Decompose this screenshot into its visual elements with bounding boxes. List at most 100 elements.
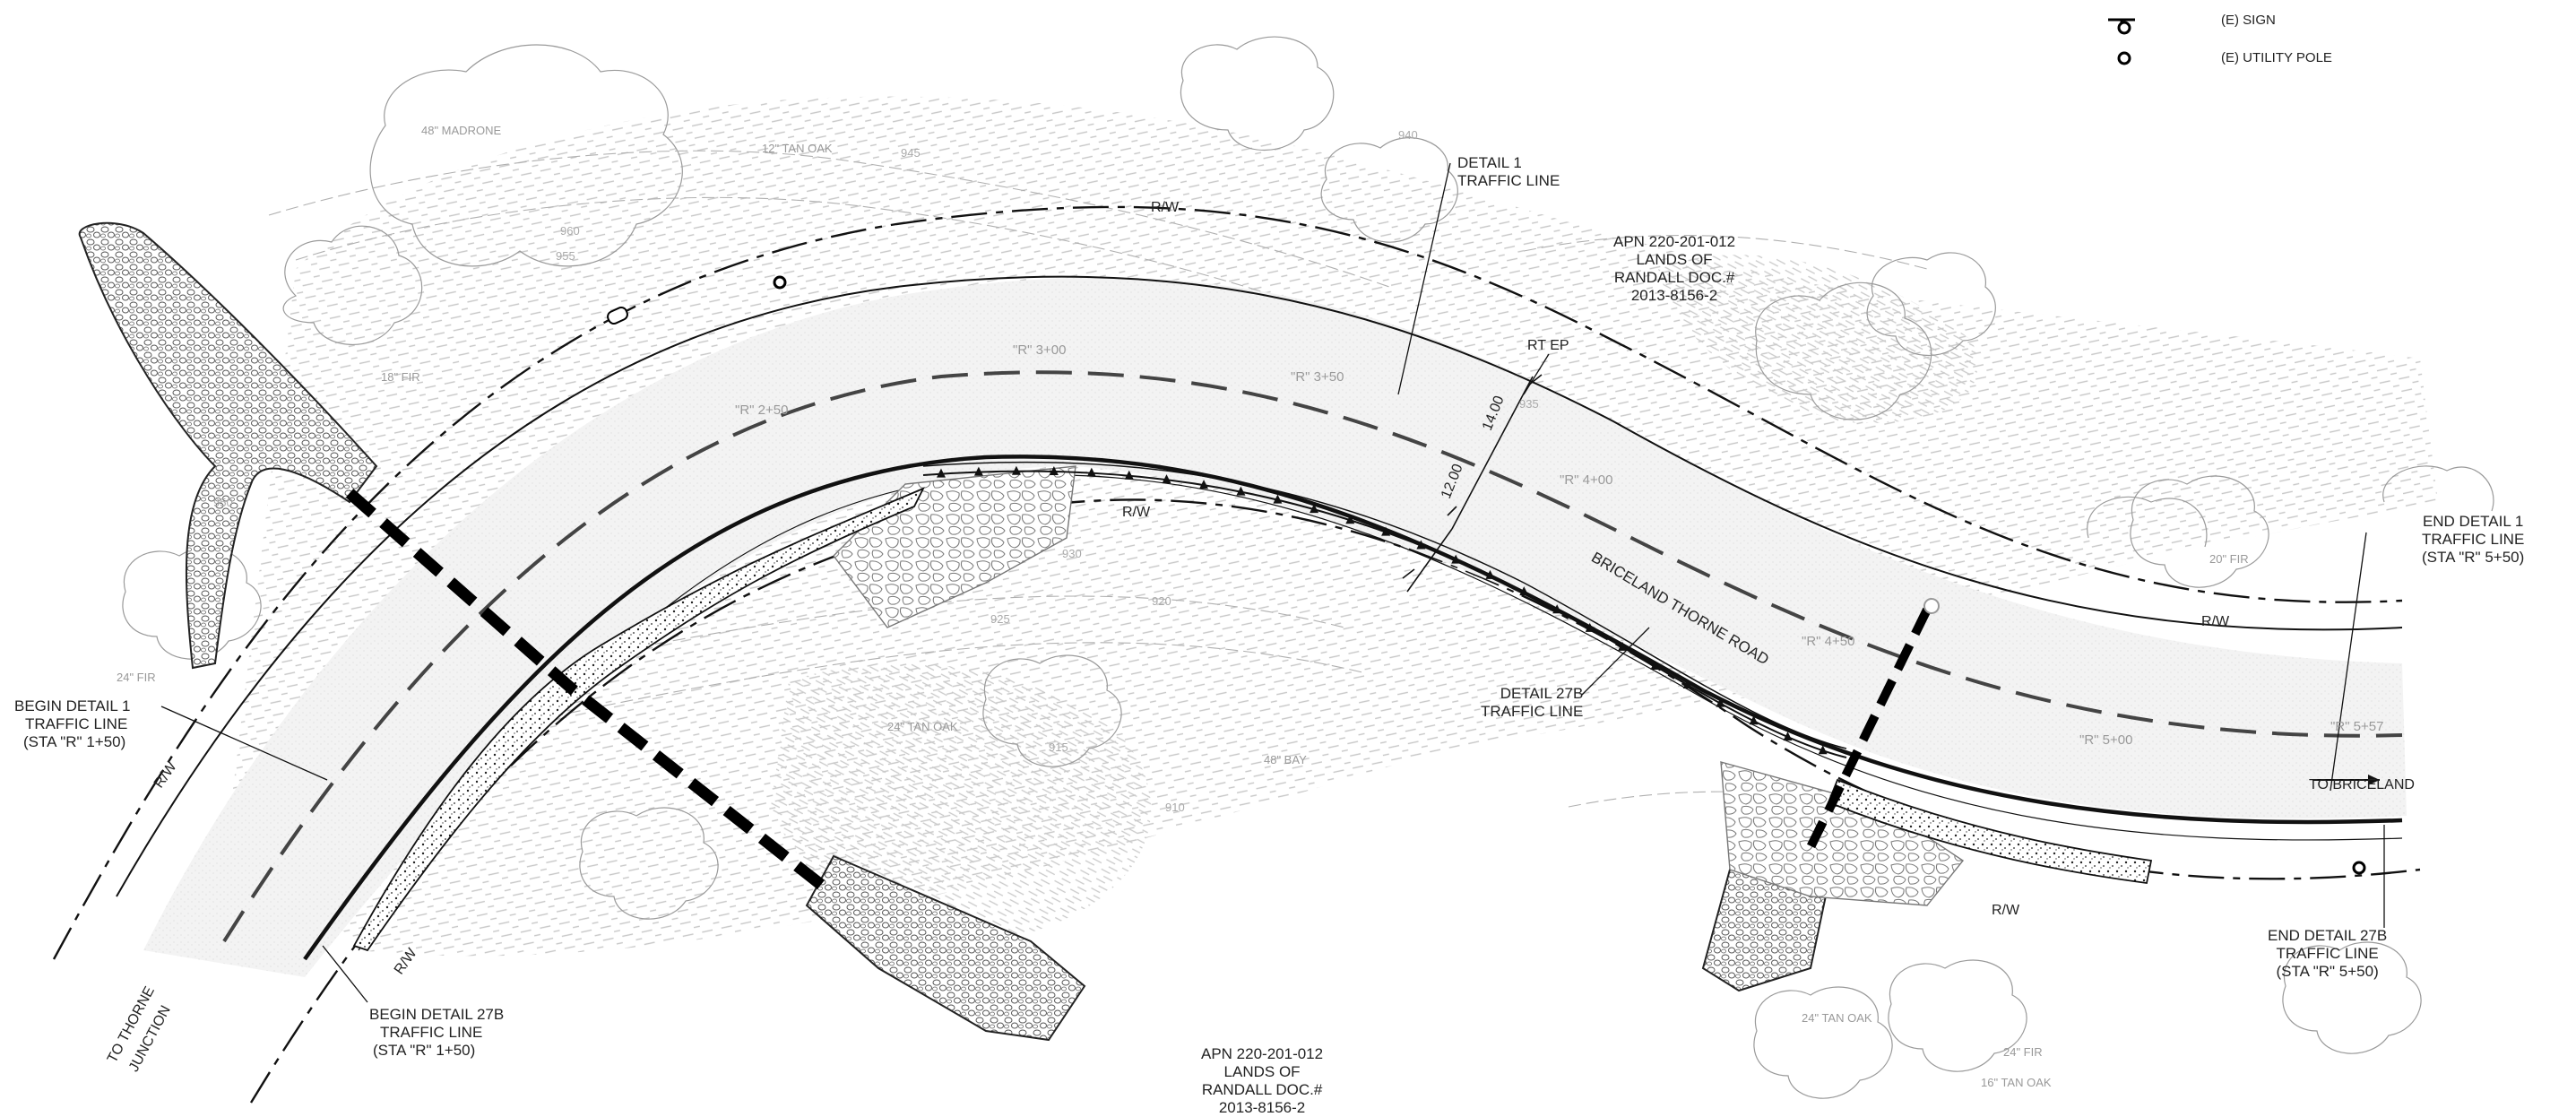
site-markers [607, 275, 2366, 875]
callout-subtitle: TRAFFIC LINE [2276, 945, 2379, 962]
contour-label: 950 [213, 496, 233, 509]
legend-utility-pole: (E) UTILITY POLE [2221, 50, 2332, 65]
guardrail-post-icon [1310, 504, 1319, 514]
centerline [222, 370, 2403, 943]
callout-station: (STA "R" 5+50) [2422, 549, 2525, 566]
station-label: "R" 3+50 [1291, 369, 1344, 385]
tree-label: 48" BAY [1264, 753, 1307, 766]
contour-label: 955 [556, 249, 575, 263]
tree-label: 16" TAN OAK [1981, 1076, 2052, 1089]
barrier-strip-left [352, 487, 925, 952]
rw-label-south-east: R/W [1992, 903, 2020, 918]
parcel-owner: RANDALL DOC.# [1613, 269, 1735, 286]
guardrail-post-icon [1552, 604, 1562, 614]
callout-begin-detail1: BEGIN DETAIL 1 TRAFFIC LINE (STA "R" 1+5… [14, 697, 130, 751]
parcel-doc: 2013-8156-2 [1630, 287, 1718, 304]
contour-label: 925 [990, 612, 1010, 626]
station-label: "R" 5+00 [2079, 732, 2132, 748]
contour-label: 915 [1049, 740, 1068, 754]
to-briceland-label: TO BRICELAND [2309, 777, 2415, 792]
roadway-surface [143, 277, 2407, 977]
contour-label: 960 [560, 224, 580, 238]
leader-lines [160, 162, 2385, 1003]
guardrail-post-icon [936, 468, 946, 478]
callout-title: BEGIN DETAIL 1 [14, 697, 131, 714]
callout-subtitle: TRAFFIC LINE [380, 1024, 483, 1041]
guardrail-post-icon [1650, 660, 1660, 670]
station-label: "R" 5+57 [2330, 719, 2383, 734]
parcel-label-south: APN 220-201-012 LANDS OF RANDALL DOC.# 2… [1201, 1045, 1323, 1117]
tree-label: 24" TAN OAK [1802, 1011, 1872, 1025]
guardrail-post-icon [1585, 622, 1595, 632]
station-label: "R" 3+00 [1013, 342, 1066, 358]
guardrail-post-icon [1682, 680, 1692, 689]
callout-end-detail27b: END DETAIL 27B TRAFFIC LINE (STA "R" 5+5… [2268, 927, 2387, 981]
parcel-owner: RANDALL DOC.# [1201, 1081, 1323, 1098]
tree-label: 12" TAN OAK [762, 142, 833, 155]
guardrail-post-icon [1086, 467, 1096, 477]
contour-label: 940 [1398, 128, 1418, 142]
guardrail-post-icon [1716, 697, 1725, 707]
tree-canopies [122, 36, 2494, 1099]
tree-label: 24" FIR [2003, 1045, 2043, 1059]
guardrail-post-icon [973, 466, 983, 476]
callout-subtitle: TRAFFIC LINE [25, 715, 128, 732]
callout-title: DETAIL 1 [1457, 154, 1522, 171]
legend-sign: (E) SIGN [2221, 13, 2276, 28]
traffic-line-heavy [345, 489, 829, 893]
contour-label: 945 [901, 146, 921, 160]
barrier-strip-right [1827, 778, 2153, 885]
station-label: "R" 4+00 [1560, 472, 1612, 488]
contour-label: 920 [1152, 594, 1171, 608]
rw-label-east: R/W [2201, 614, 2230, 629]
callout-detail1: DETAIL 1 TRAFFIC LINE [1457, 154, 1560, 190]
direction-arrow [2312, 775, 2380, 785]
station-labels: "R" 2+50 "R" 3+00 "R" 3+50 "R" 4+00 "R" … [735, 342, 2383, 748]
callout-station: (STA "R" 1+50) [373, 1042, 476, 1059]
guardrail-post-icon [1519, 586, 1529, 596]
callout-begin-detail27b: BEGIN DETAIL 27B TRAFFIC LINE (STA "R" 1… [369, 1006, 504, 1060]
parcel-label-north: APN 220-201-012 LANDS OF RANDALL DOC.# 2… [1613, 233, 1735, 305]
guardrail-post-icon [1783, 732, 1793, 741]
rsp-area-center [805, 854, 1086, 1042]
guardrail-post-icon [1485, 569, 1495, 579]
guardrail-post-icon [1236, 486, 1246, 496]
callout-end-detail1: END DETAIL 1 TRAFFIC LINE (STA "R" 5+50) [2422, 513, 2524, 567]
guardrail-post-icon [1416, 540, 1426, 550]
contour-label: 935 [1519, 397, 1539, 411]
guardrail-post-icon [1818, 745, 1828, 755]
station-label: "R" 4+50 [1802, 634, 1854, 649]
contour-label: 930 [1062, 547, 1082, 560]
parcel-apn: APN 220-201-012 [1613, 233, 1736, 250]
contour-label: 910 [1165, 801, 1185, 814]
contour-labels: 960 955 950 945 940 935 930 925 920 915 … [213, 128, 1539, 814]
guardrail-post-icon [1273, 494, 1283, 504]
rsp-area-left [78, 221, 378, 670]
guardrail-post-icon [1451, 554, 1461, 564]
callout-detail27b: DETAIL 27B TRAFFIC LINE [1481, 685, 1583, 721]
parcel-owner-heading: LANDS OF [1223, 1063, 1301, 1080]
parcel-apn: APN 220-201-012 [1201, 1045, 1324, 1062]
rw-label-north: R/W [1151, 200, 1180, 215]
legend-utility-pole-label: (E) UTILITY POLE [2221, 50, 2332, 65]
legend-sign-label: (E) SIGN [2221, 13, 2276, 28]
guardrail-post-icon [1618, 641, 1628, 651]
tree-label: 20" FIR [2209, 552, 2249, 566]
tree-label: 18" FIR [381, 370, 420, 384]
parcel-doc: 2013-8156-2 [1218, 1099, 1306, 1116]
callout-subtitle: TRAFFIC LINE [1457, 172, 1560, 189]
callout-title: DETAIL 27B [1500, 685, 1584, 702]
guardrail-post-icon [1162, 474, 1171, 484]
traffic-line-heavy-right [1806, 607, 1932, 850]
dimension-lines [1402, 374, 1543, 593]
guardrail-post-icon [1124, 470, 1134, 480]
tree-labels: 48" MADRONE 12" TAN OAK 18" FIR 24" FIR … [117, 124, 2249, 1089]
guardrail-post-icon [1381, 526, 1391, 536]
callout-station: (STA "R" 5+50) [2276, 963, 2379, 980]
tree-label: 24" FIR [117, 671, 156, 684]
callout-subtitle: TRAFFIC LINE [1481, 703, 1584, 720]
guardrail-post-icon [1199, 480, 1209, 489]
guardrail-post-icon [1049, 466, 1059, 476]
guardrail [922, 461, 1847, 758]
